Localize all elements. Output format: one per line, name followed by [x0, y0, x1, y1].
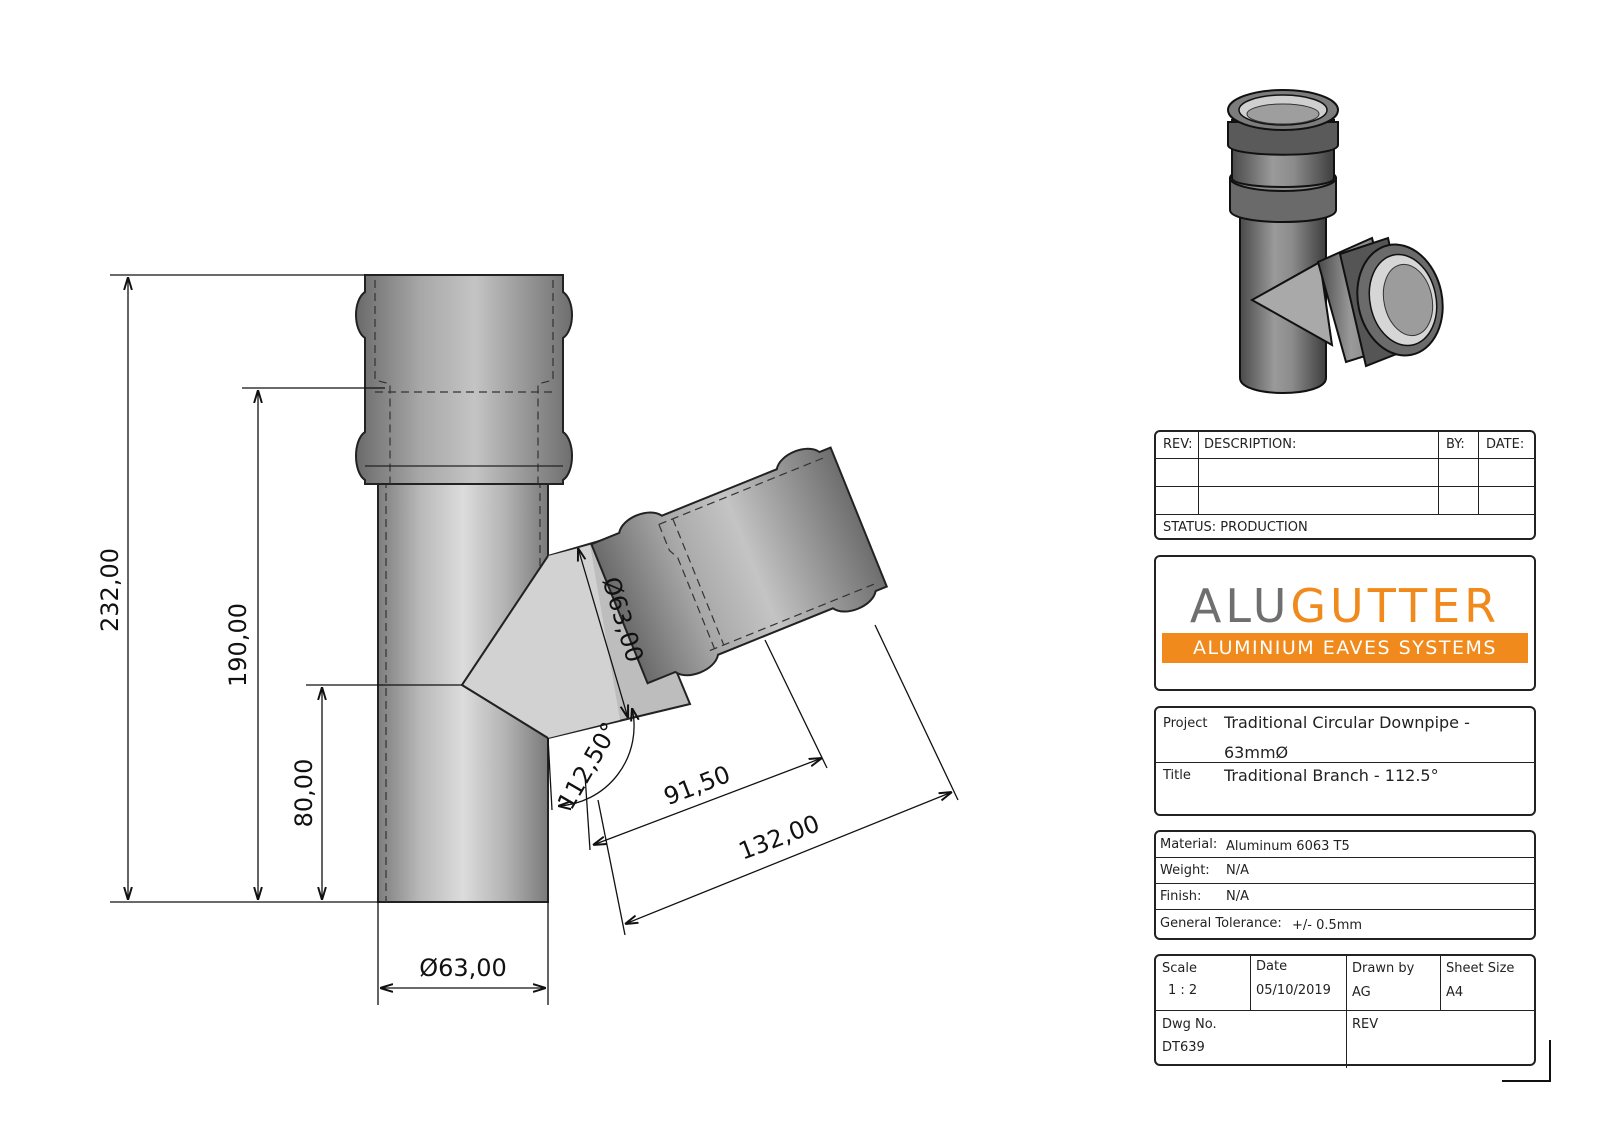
dimension-lines: [110, 274, 959, 1005]
dim-branch-outer-length: 132,00: [735, 809, 823, 865]
sheet-size-label: Sheet Size: [1446, 961, 1515, 976]
project-value-line2: 63mmØ: [1224, 743, 1289, 762]
by-header: BY:: [1446, 437, 1465, 452]
logo-tagline: ALUMINIUM EAVES SYSTEMS: [1162, 633, 1528, 663]
specs-block: Material: Aluminum 6063 T5 Weight: N/A F…: [1154, 830, 1536, 940]
revision-table: REV: DESCRIPTION: BY: DATE: STATUS: PROD…: [1154, 430, 1536, 540]
logo-brand-orange: GUTTER: [1290, 579, 1501, 633]
finish-value: N/A: [1226, 889, 1249, 904]
main-socket: [355, 274, 573, 485]
tolerance-value: +/- 0.5mm: [1292, 918, 1363, 933]
dim-height-total: 232,00: [96, 548, 124, 632]
dim-diameter-main: Ø63,00: [419, 954, 507, 982]
finish-label: Finish:: [1160, 889, 1202, 904]
dwg-no-value: DT639: [1162, 1040, 1205, 1055]
date-value: 05/10/2019: [1256, 983, 1331, 998]
sheet-info-block: Scale 1 : 2 Date 05/10/2019 Drawn by AG …: [1154, 954, 1536, 1068]
material-label: Material:: [1160, 837, 1218, 852]
branch-socket: [590, 446, 889, 685]
date-label: Date: [1256, 959, 1288, 974]
project-value-line1: Traditional Circular Downpipe -: [1224, 713, 1470, 732]
isometric-view: [1227, 89, 1444, 394]
rev-header: REV:: [1163, 437, 1193, 452]
sheet-size-value: A4: [1446, 985, 1464, 1000]
description-header: DESCRIPTION:: [1204, 437, 1297, 452]
date-header: DATE:: [1486, 437, 1525, 452]
weight-label: Weight:: [1160, 863, 1210, 878]
dim-height-branch-base: 80,00: [290, 759, 318, 828]
title-value: Traditional Branch - 112.5°: [1224, 766, 1439, 785]
project-block: Project Traditional Circular Downpipe - …: [1154, 706, 1536, 816]
title-label: Title: [1163, 768, 1191, 783]
sheet-corner-mark: [1502, 1040, 1551, 1082]
dim-height-branch-top: 190,00: [224, 603, 252, 687]
weight-value: N/A: [1226, 863, 1249, 878]
material-value: Aluminum 6063 T5: [1226, 839, 1350, 854]
tolerance-label: General Tolerance:: [1160, 916, 1282, 931]
drawn-by-value: AG: [1352, 985, 1371, 1000]
dwg-no-label: Dwg No.: [1162, 1017, 1217, 1032]
project-label: Project: [1163, 716, 1208, 731]
status-text: STATUS: PRODUCTION: [1163, 520, 1308, 535]
logo-brand-grey: ALU: [1189, 579, 1291, 633]
drawn-by-label: Drawn by: [1352, 961, 1415, 976]
logo-wordmark: ALUGUTTER: [1156, 579, 1534, 633]
rev-label: REV: [1352, 1017, 1379, 1032]
scale-value: 1 : 2: [1168, 983, 1198, 998]
company-logo: ALUGUTTER ALUMINIUM EAVES SYSTEMS: [1154, 555, 1536, 691]
scale-label: Scale: [1162, 961, 1197, 976]
dim-branch-inner-length: 91,50: [660, 760, 734, 811]
